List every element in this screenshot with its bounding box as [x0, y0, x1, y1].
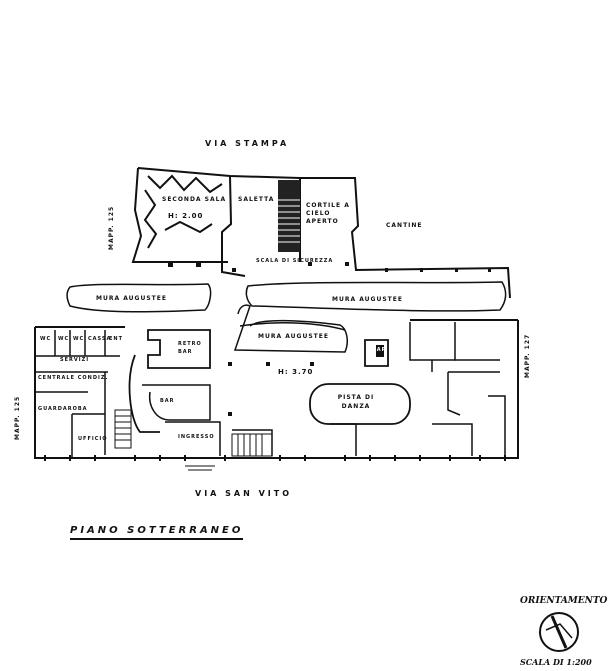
- scale-label: SCALA DI 1:200: [520, 657, 592, 667]
- main-hall-walls: [143, 174, 223, 249]
- staircase: [278, 180, 300, 252]
- room-main-hall: SECONDA SALA: [162, 196, 227, 203]
- room-ufficio: UFFICIO: [78, 436, 108, 442]
- room-bar-right: BAR: [372, 347, 387, 353]
- plan-title: PIANO SOTTERRANEO: [70, 525, 244, 540]
- room-guardaroba: GUARDAROBA: [38, 406, 88, 412]
- room-bar-left: BAR: [160, 398, 175, 404]
- room-wc-3: WC: [73, 336, 85, 342]
- staircase-entrance: [114, 409, 273, 457]
- room-cassa: CASSA: [88, 336, 112, 342]
- room-cantine: CANTINE: [386, 222, 423, 229]
- room-saletta: SALETTA: [238, 196, 275, 203]
- room-wc-1: WC: [40, 336, 52, 342]
- main-height: H: 3.70: [278, 368, 314, 376]
- orientation-label: ORIENTAMENTO: [520, 596, 608, 606]
- room-retro-bar: RETRO BAR: [178, 341, 202, 355]
- room-servizi: SERVIZI: [60, 357, 90, 363]
- pillars: [168, 262, 491, 416]
- parcel-bottom-left: mapp. 125: [14, 395, 21, 440]
- facade-ticks: [44, 455, 506, 461]
- room-ingresso: INGRESSO: [178, 434, 215, 440]
- label-mura-center: MURA AUGUSTEE: [258, 333, 329, 340]
- parcel-right: mapp. 127: [524, 333, 531, 378]
- room-ent: ENT: [109, 336, 124, 342]
- street-north: VIA STAMPA: [205, 139, 290, 148]
- room-pista: PISTA DI DANZA: [337, 394, 375, 410]
- room-cortile: CORTILE A CIELO APERTO: [306, 202, 350, 225]
- room-scala: SCALA DI SICUREZZA: [256, 258, 334, 264]
- roman-walls: [66, 281, 507, 353]
- street-south: VIA SAN VITO: [195, 489, 293, 498]
- main-hall-height: H: 2.00: [168, 212, 204, 220]
- parcel-top-left: mapp. 125: [108, 205, 115, 250]
- room-wc-2: WC: [58, 336, 70, 342]
- compass-icon: [539, 612, 579, 652]
- entrance-step: [185, 465, 215, 471]
- label-mura-right: MURA AUGUSTEE: [332, 296, 403, 303]
- room-centrale: CENTRALE CONDIZ.: [38, 375, 109, 381]
- label-mura-left: MURA AUGUSTEE: [96, 295, 167, 302]
